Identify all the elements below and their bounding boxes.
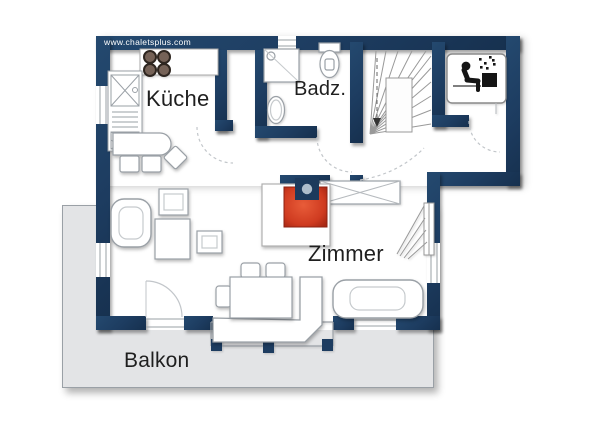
staircase-up-icon — [369, 50, 432, 135]
wall-segment — [96, 316, 146, 330]
wall-segment — [215, 120, 233, 131]
door-swing-icon — [145, 120, 501, 318]
coffee-table-icon — [154, 188, 223, 260]
room-label-balcony: Balkon — [124, 349, 190, 372]
bar-counter-icon — [112, 132, 188, 173]
wall-segment — [96, 36, 520, 50]
wall-segment — [255, 126, 317, 138]
shower-icon — [263, 48, 300, 83]
wall-segment — [396, 316, 440, 330]
room-label-kitchen: Küche — [146, 86, 210, 111]
stove-burners-icon — [139, 48, 219, 77]
wall-segment — [432, 42, 445, 127]
sofa-icon — [110, 198, 152, 248]
wardrobe-icon — [319, 180, 401, 205]
dining-table-icon — [215, 262, 293, 319]
washbasin-icon — [266, 95, 286, 125]
wall-segment — [428, 172, 520, 186]
watermark-url: www.chaletsplus.com — [104, 37, 191, 47]
room-label-living: Zimmer — [308, 241, 384, 266]
wall-segment — [350, 42, 363, 143]
toilet-icon — [318, 42, 341, 79]
wall-segment — [432, 115, 469, 127]
room-label-bathroom: Badz. — [294, 78, 347, 100]
corner-bench-icon — [212, 276, 323, 343]
sofa-icon — [332, 279, 424, 319]
sauna-icon — [446, 53, 507, 114]
wall-segment — [506, 36, 520, 186]
fireplace-icon — [261, 178, 331, 247]
wall-segment — [184, 316, 213, 330]
staircase-down-icon — [396, 202, 435, 260]
wall-segment — [333, 316, 354, 330]
